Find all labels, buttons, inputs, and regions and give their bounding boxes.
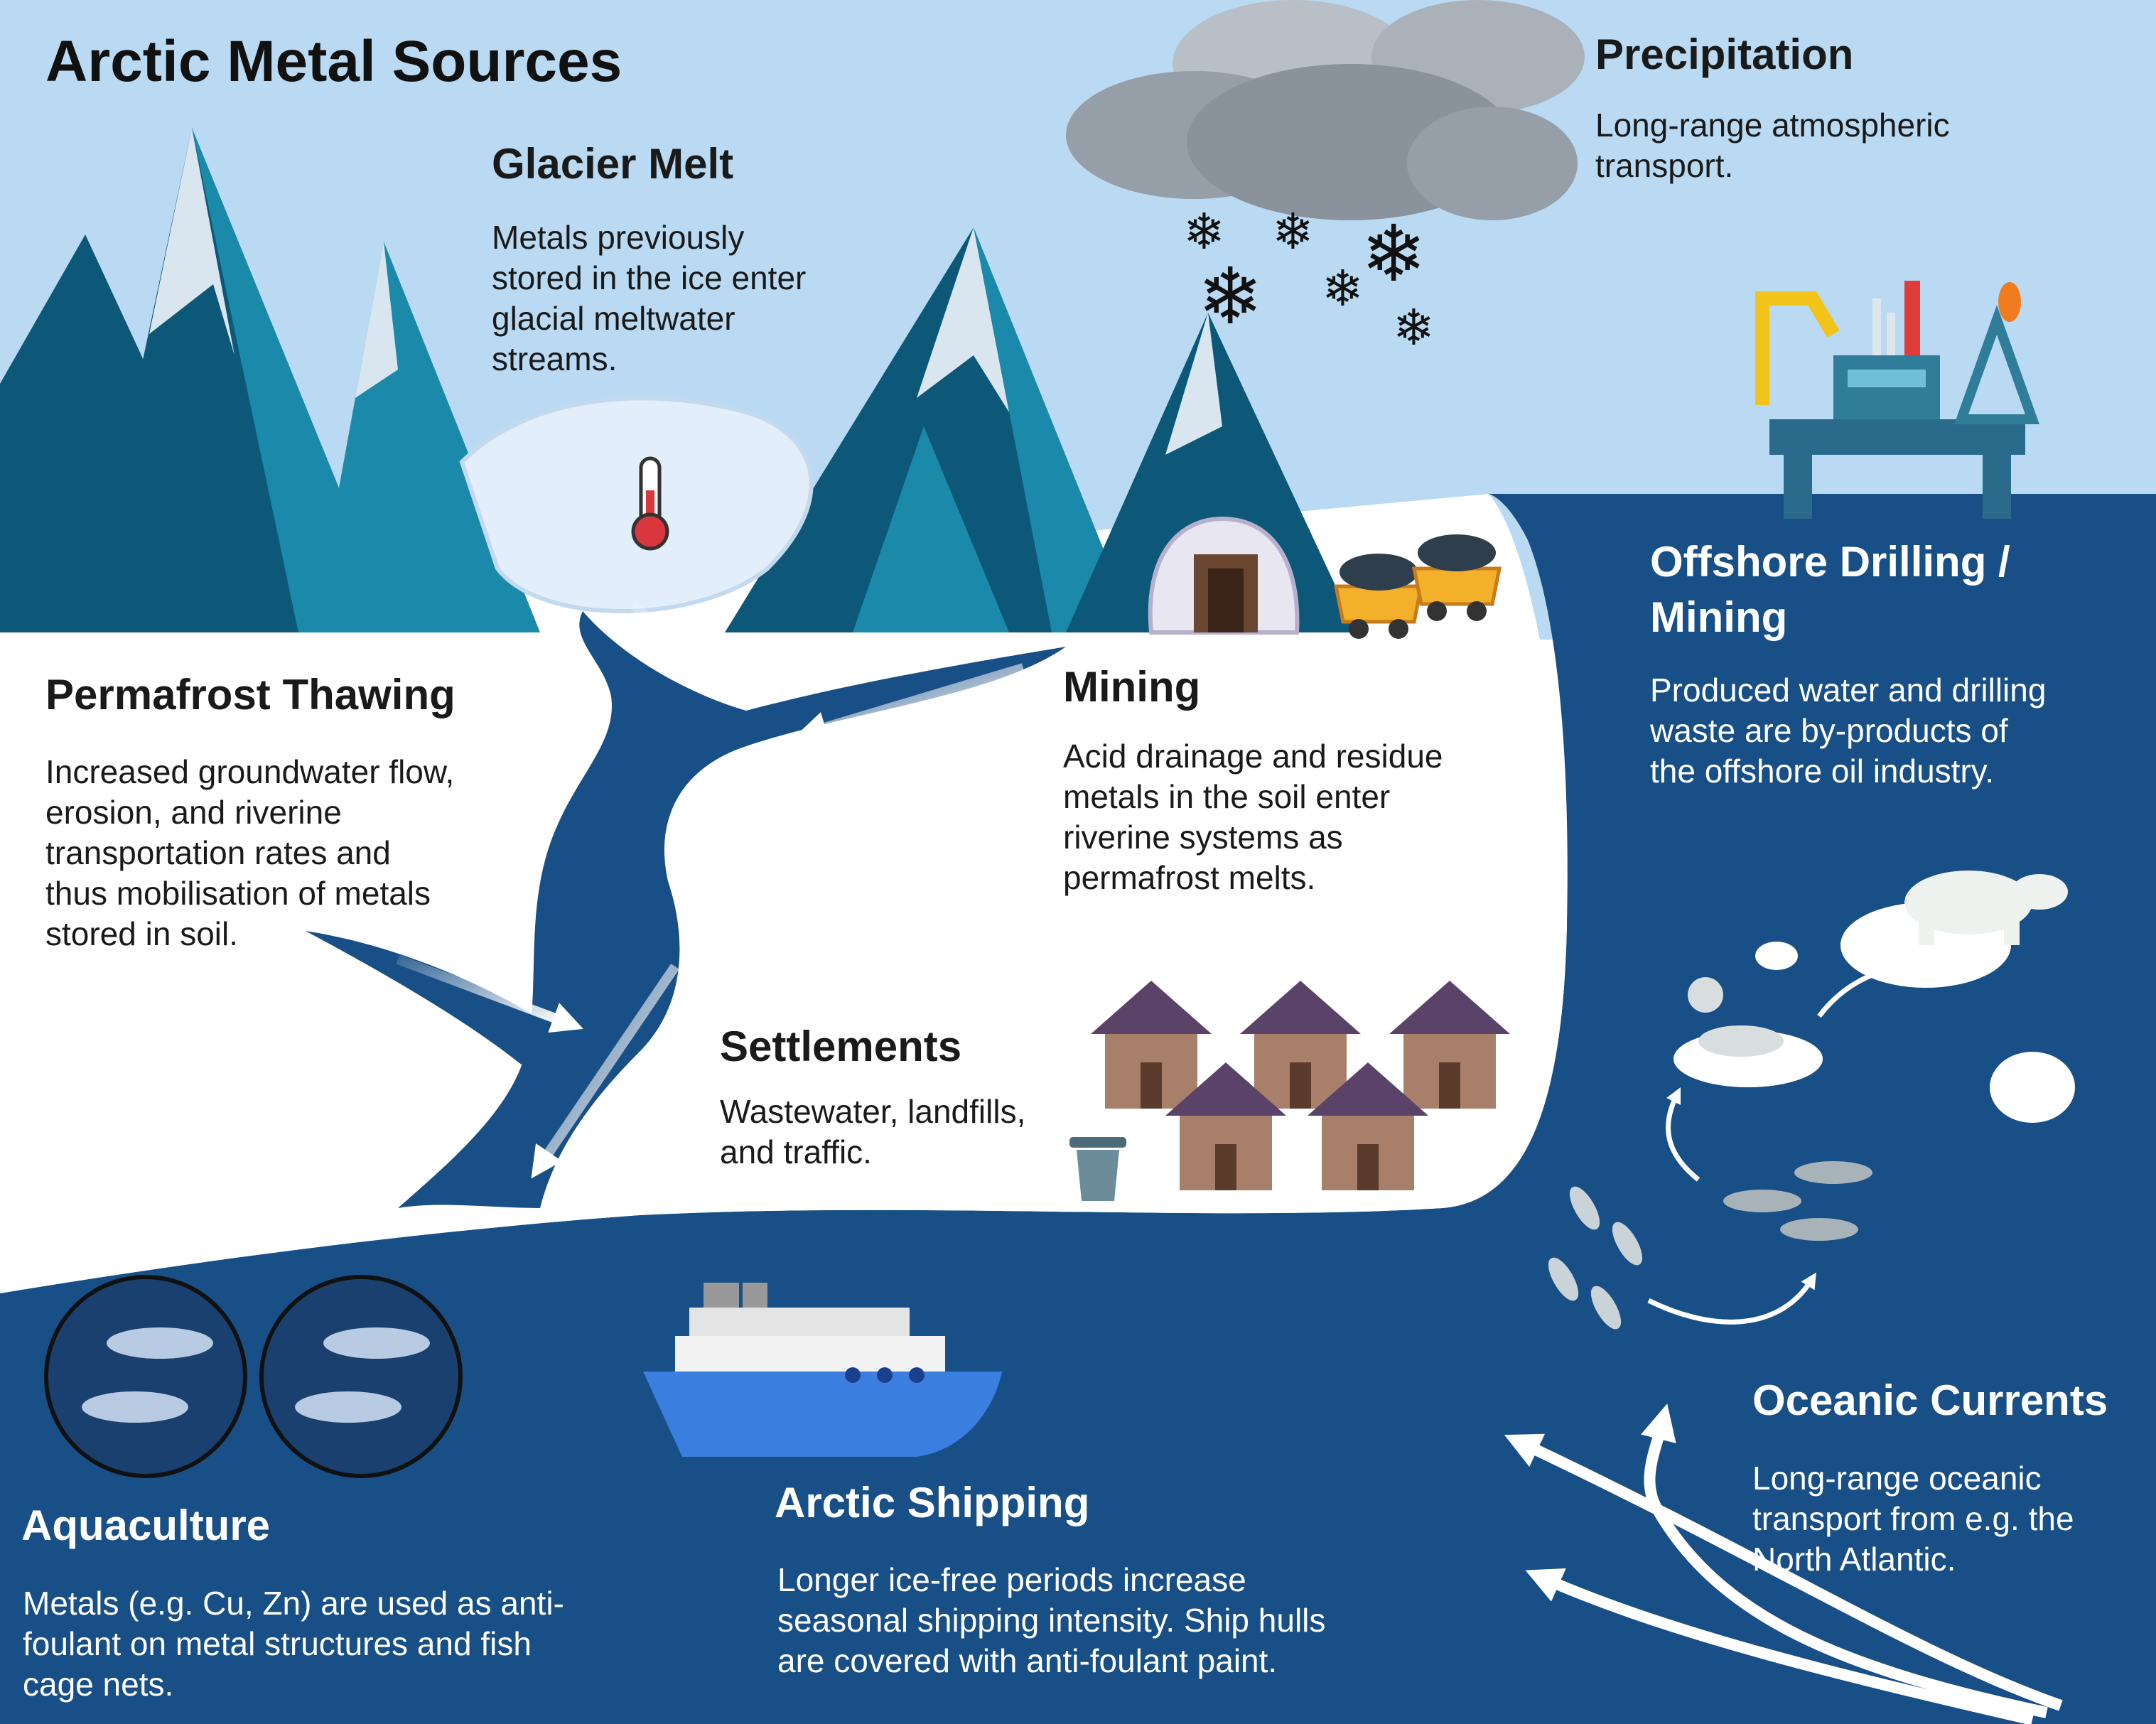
glacier-melt-text: Metals previously stored in the ice ente…: [492, 219, 807, 377]
mining-heading: Mining: [1063, 663, 1201, 711]
settlements-text: Wastewater, landfills, and traffic.: [720, 1093, 1026, 1170]
ocean: [0, 494, 2156, 1724]
oceanic-currents-text: Long-range oceanic transport from e.g. t…: [1752, 1460, 2074, 1578]
mine-entrance-icon: [1148, 516, 1300, 635]
food-web-arrows: [1647, 963, 1899, 1325]
glacier-melt-heading: Glacier Melt: [492, 140, 734, 188]
cruise-ship-icon: [643, 1283, 1002, 1457]
mine-cart-icon: [1333, 534, 1502, 639]
fish-school-icon: [1723, 1161, 1872, 1241]
glacier: [459, 396, 814, 613]
snow-cloud-icon: [1066, 0, 1585, 220]
krill-icon: [1548, 1186, 1643, 1330]
svg-text:❄: ❄: [1322, 259, 1364, 318]
permafrost-text: Increased groundwater flow, erosion, and…: [45, 753, 455, 952]
mining-text: Acid drainage and residue metals in the …: [1063, 738, 1443, 896]
log-cabin-icon: [1091, 981, 1510, 1190]
settlements-heading: Settlements: [720, 1023, 962, 1070]
oceanic-currents-heading: Oceanic Currents: [1752, 1376, 2108, 1424]
permafrost-heading: Permafrost Thawing: [45, 671, 456, 718]
oil-rig-icon: [1755, 281, 2039, 519]
trash-can-icon: [1069, 1137, 1126, 1201]
mountains: [0, 128, 1357, 632]
flow-arrows: [396, 600, 1025, 1179]
aquaculture-heading: Aquaculture: [21, 1502, 271, 1549]
fish-cage-icon: [44, 1275, 463, 1478]
current-arrows-icon: [1504, 1404, 2063, 1724]
offshore-heading: Offshore Drilling / Mining: [1650, 538, 2010, 641]
svg-text:❄: ❄: [1393, 298, 1435, 357]
arctic-shipping-text: Longer ice-free periods increase seasona…: [777, 1561, 1326, 1679]
thermometer-icon: [631, 456, 669, 551]
precipitation-text: Long-range atmospheric transport.: [1595, 107, 1950, 184]
snowflake-icons: ❄ ❄ ❄ ❄ ❄ ❄: [1183, 203, 1435, 357]
aquaculture-text: Metals (e.g. Cu, Zn) are used as anti- f…: [23, 1585, 564, 1703]
seal-icon: [1688, 977, 1784, 1057]
offshore-text: Produced water and drilling waste are by…: [1650, 672, 2047, 790]
arctic-shipping-heading: Arctic Shipping: [775, 1479, 1090, 1526]
precipitation-heading: Precipitation: [1595, 31, 1854, 78]
svg-text:❄: ❄: [1197, 251, 1263, 342]
svg-text:❄: ❄: [1272, 203, 1314, 261]
river-tributary: [306, 931, 568, 1080]
svg-text:❄: ❄: [1361, 208, 1426, 299]
river: [398, 611, 1066, 1208]
svg-text:❄: ❄: [1183, 203, 1225, 261]
polar-bear-icon: [1904, 871, 2068, 945]
page-title: Arctic Metal Sources: [45, 29, 622, 94]
